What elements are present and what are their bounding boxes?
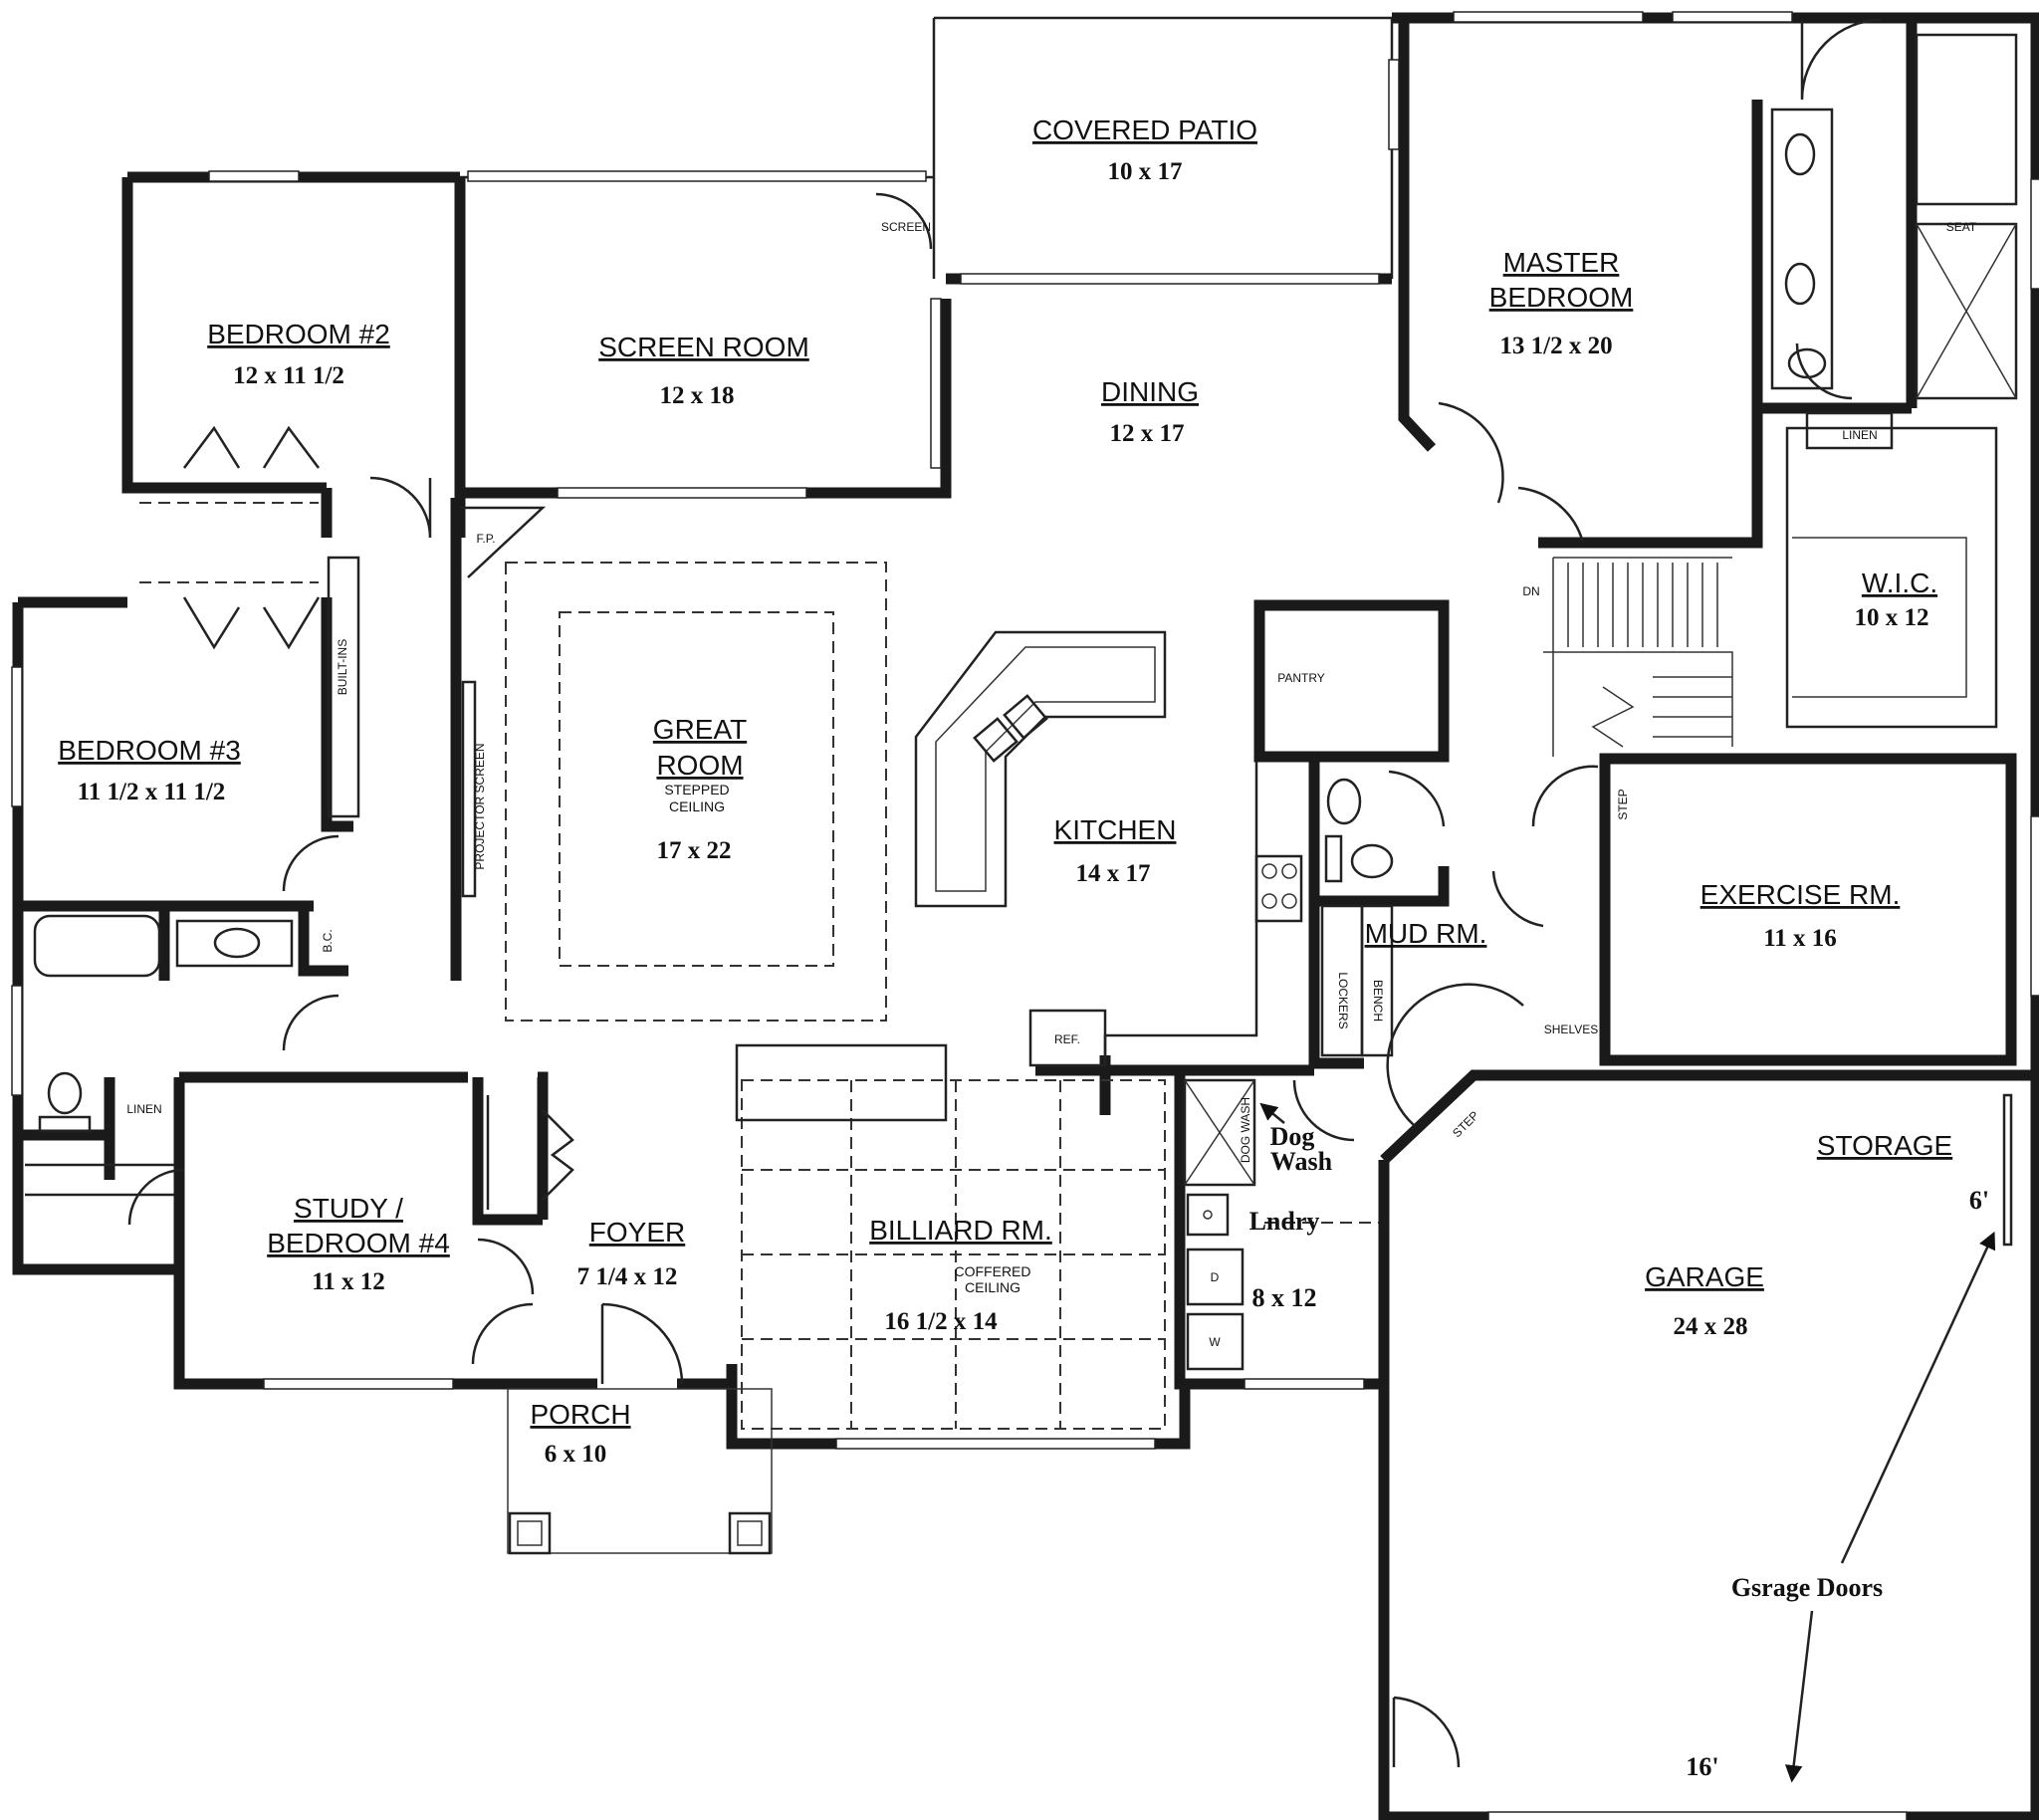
room-size-foyer: 7 1/4 x 12 <box>577 1263 678 1290</box>
tag-ref: REF. <box>1054 1032 1080 1046</box>
stairs <box>1543 557 1733 757</box>
room-name-wic: W.I.C. <box>1862 568 1937 598</box>
room-labels: COVERED PATIO 10 x 17 SCREEN ROOM 12 x 1… <box>58 114 1952 1468</box>
doors <box>127 18 1883 1768</box>
room-name-master-1: MASTER <box>1503 247 1620 278</box>
arrow-to-small-door <box>1840 1231 1996 1564</box>
room-name-laundry: Lndry <box>1249 1207 1320 1236</box>
tag-step-lower: STEP <box>1450 1108 1481 1140</box>
room-size-exercise: 11 x 16 <box>1763 925 1837 952</box>
room-name-screen-room: SCREEN ROOM <box>598 332 809 362</box>
room-name-porch: PORCH <box>530 1399 630 1430</box>
room-name-garage: GARAGE <box>1645 1261 1764 1292</box>
room-size-dining: 12 x 17 <box>1110 420 1185 447</box>
tag-dn: DN <box>1522 584 1539 598</box>
room-size-porch: 6 x 10 <box>545 1441 607 1468</box>
tag-pantry: PANTRY <box>1277 671 1325 685</box>
room-name-study-1: STUDY / <box>294 1193 403 1224</box>
room-name-great-2: ROOM <box>656 750 743 781</box>
annotation-door-small: 6' <box>1969 1186 1989 1215</box>
windows <box>11 11 2039 1820</box>
room-name-mud-rm: MUD RM. <box>1365 918 1487 949</box>
room-size-bedroom-3: 11 1/2 x 11 1/2 <box>78 779 226 805</box>
dog-wash-arrow <box>1259 1102 1285 1124</box>
tag-built-ins: BUILT-INS <box>336 639 349 695</box>
tag-washer: W <box>1209 1335 1221 1349</box>
room-name-master-2: BEDROOM <box>1489 282 1634 313</box>
annotation-garage-doors: Gsrage Doors <box>1731 1573 1883 1602</box>
room-name-bedroom-3: BEDROOM #3 <box>58 735 241 766</box>
annotation-dog-wash-1: Dog <box>1270 1122 1315 1151</box>
tag-seat: SEAT <box>1946 220 1977 234</box>
fixture-tags: SCREEN SEAT LINEN LINEN DN PANTRY F.P. B… <box>126 220 1977 1349</box>
room-size-study: 11 x 12 <box>312 1268 385 1295</box>
room-note-billiard-1: COFFERED <box>955 1263 1031 1279</box>
room-name-great-1: GREAT <box>653 714 747 745</box>
tag-dryer: D <box>1211 1270 1220 1284</box>
room-size-wic: 10 x 12 <box>1855 604 1929 631</box>
room-size-master: 13 1/2 x 20 <box>1499 333 1612 359</box>
room-size-great: 17 x 22 <box>657 837 732 864</box>
tag-linen-master: LINEN <box>1842 428 1877 442</box>
tag-bench: BENCH <box>1371 980 1385 1022</box>
tag-bc: B.C. <box>321 929 335 952</box>
room-size-bedroom-2: 12 x 11 1/2 <box>233 362 344 389</box>
room-note-great-1: STEPPED <box>664 782 729 797</box>
room-size-garage: 24 x 28 <box>1674 1313 1748 1340</box>
room-name-billiard: BILLIARD RM. <box>869 1215 1052 1246</box>
tag-dog-wash: DOG WASH <box>1239 1097 1252 1163</box>
arrow-to-large-door <box>1784 1610 1814 1783</box>
annotation-door-large: 16' <box>1686 1752 1718 1781</box>
room-note-billiard-2: CEILING <box>965 1279 1020 1295</box>
room-name-dining: DINING <box>1101 376 1199 407</box>
tag-fp: F.P. <box>476 532 495 546</box>
room-size-billiard: 16 1/2 x 14 <box>884 1308 998 1335</box>
fixtures <box>25 33 2018 1555</box>
room-note-great-2: CEILING <box>669 798 725 814</box>
room-name-kitchen: KITCHEN <box>1054 814 1177 845</box>
tag-lockers: LOCKERS <box>1336 972 1350 1028</box>
room-name-storage: STORAGE <box>1817 1130 1952 1161</box>
room-size-screen-room: 12 x 18 <box>660 382 735 409</box>
tag-projector-screen: PROJECTOR SCREEN <box>473 743 487 869</box>
room-name-study-2: BEDROOM #4 <box>267 1228 450 1258</box>
room-size-kitchen: 14 x 17 <box>1076 860 1151 887</box>
room-size-covered-patio: 10 x 17 <box>1108 158 1183 185</box>
annotation-dog-wash-2: Wash <box>1270 1147 1333 1176</box>
room-name-exercise: EXERCISE RM. <box>1700 879 1901 910</box>
walls <box>12 12 2039 1820</box>
tag-shelves: SHELVES <box>1544 1023 1598 1036</box>
room-name-foyer: FOYER <box>589 1217 685 1248</box>
tag-screen: SCREEN <box>881 220 931 234</box>
tag-linen-bath: LINEN <box>126 1102 161 1116</box>
room-name-covered-patio: COVERED PATIO <box>1032 114 1257 145</box>
room-size-laundry: 8 x 12 <box>1252 1283 1317 1312</box>
tag-step-upper: STEP <box>1616 789 1630 819</box>
annotations: Dog Wash Gsrage Doors 6' 16' <box>1259 1102 1996 1783</box>
room-name-bedroom-2: BEDROOM #2 <box>207 319 390 349</box>
